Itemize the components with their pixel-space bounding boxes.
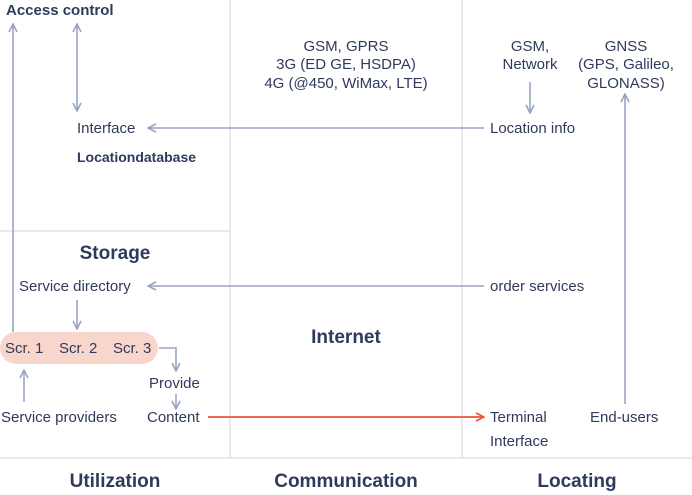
screen-2-label: Scr. 2: [59, 340, 98, 357]
order-services-label: order services: [490, 278, 585, 295]
network-4g: 4G (@450, WiMax, LTE): [264, 75, 428, 92]
end-users-label: End-users: [590, 409, 659, 426]
network-gsm-gprs: GSM, GPRS: [303, 38, 389, 55]
service-directory-label: Service directory: [19, 278, 131, 295]
network-label: Network: [502, 56, 558, 73]
terminal-label: Terminal: [490, 409, 547, 426]
location-database-label: Locationdatabase: [77, 149, 197, 165]
interface-label: Interface: [77, 120, 136, 137]
column-title-locating: Locating: [537, 471, 617, 492]
glonass-label: GLONASS): [587, 75, 665, 92]
screen-3-label: Scr. 3: [113, 340, 152, 357]
gnss-systems-label: (GPS, Galileo,: [578, 56, 674, 73]
service-providers-label: Service providers: [1, 409, 117, 426]
column-title-utilization: Utilization: [69, 471, 161, 492]
arrow-screens-to-provide: [159, 347, 176, 371]
gnss-label: GNSS: [604, 38, 648, 55]
content-label: Content: [147, 409, 200, 426]
gsm-label: GSM,: [510, 38, 550, 55]
location-info-label: Location info: [490, 120, 576, 137]
screen-1-label: Scr. 1: [5, 340, 44, 357]
terminal-interface-label: Interface: [490, 433, 549, 450]
network-3g: 3G (ED GE, HSDPA): [276, 56, 416, 73]
screens-pill: [0, 332, 158, 364]
provide-label: Provide: [149, 375, 200, 392]
storage-heading: Storage: [79, 243, 151, 264]
internet-heading: Internet: [311, 327, 381, 348]
access-control-label: Access control: [6, 2, 114, 19]
column-title-communication: Communication: [274, 471, 418, 492]
